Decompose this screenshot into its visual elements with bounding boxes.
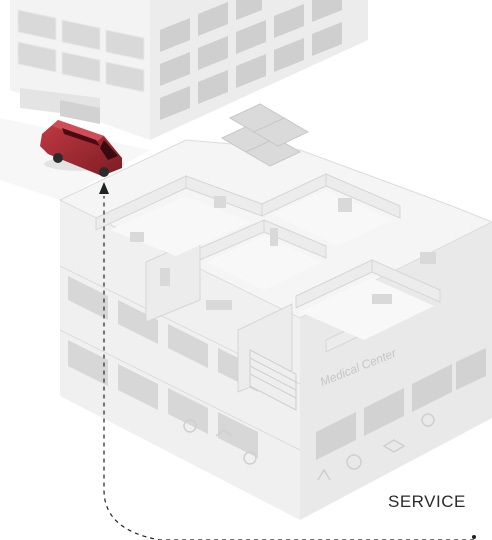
service-label: SERVICE — [388, 492, 466, 512]
clinic-building — [60, 104, 492, 520]
office-tower — [10, 0, 368, 140]
